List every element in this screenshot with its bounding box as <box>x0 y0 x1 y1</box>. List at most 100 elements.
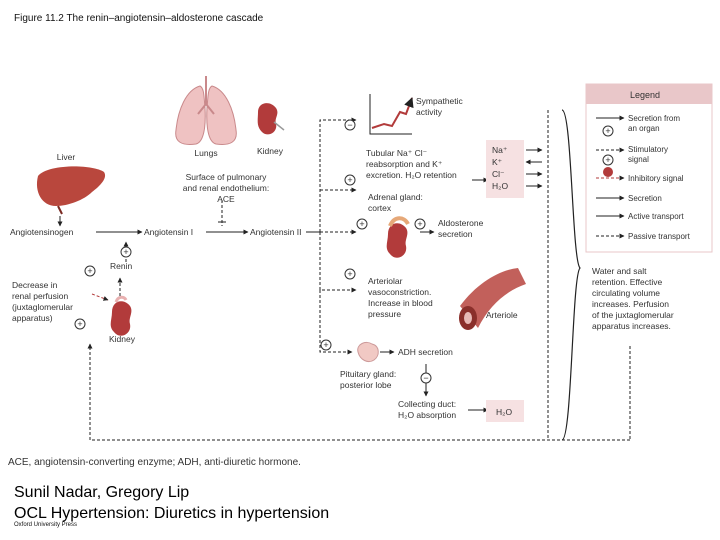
svg-text:Sympathetic: Sympathetic <box>416 96 464 106</box>
legend-item-stimulatory-line2: signal <box>628 155 649 164</box>
legend-item-secretion: Secretion <box>628 194 662 203</box>
svg-text:and renal endothelium:: and renal endothelium: <box>183 183 269 193</box>
plus-sign-icon: + <box>84 265 96 277</box>
legend-item-passive-transport: Passive transport <box>628 232 691 241</box>
svg-text:activity: activity <box>416 107 443 117</box>
sympathetic-graph <box>369 94 414 135</box>
minus-sign-icon: − <box>344 119 356 131</box>
svg-text:secretion: secretion <box>438 229 473 239</box>
svg-text:+: + <box>77 319 82 329</box>
svg-text:Collecting duct:: Collecting duct: <box>398 399 456 409</box>
angiotensin-i-label: Angiotensin I <box>144 227 193 237</box>
plus-sign-icon: + <box>344 174 356 186</box>
liver-label: Liver <box>57 152 76 162</box>
svg-text:+: + <box>347 269 352 279</box>
water-box <box>486 400 524 422</box>
svg-text:pressure: pressure <box>368 309 401 319</box>
kidney-top-icon <box>257 103 285 135</box>
adrenal-label: Adrenal gland: cortex <box>368 192 423 213</box>
svg-text:Arteriolar: Arteriolar <box>368 276 403 286</box>
adh-secretion-label: ADH secretion <box>398 347 453 357</box>
svg-text:−: − <box>347 120 352 130</box>
svg-text:cortex: cortex <box>368 203 392 213</box>
plus-sign-icon: + <box>602 154 614 166</box>
ions-list: Na⁺ K⁺ Cl⁻ H₂O <box>492 145 508 191</box>
svg-text:reabsorption and K⁺: reabsorption and K⁺ <box>366 159 443 169</box>
plus-sign-icon: + <box>320 339 332 351</box>
angiotensinogen-label: Angiotensinogen <box>10 227 74 237</box>
svg-text:K⁺: K⁺ <box>492 157 503 167</box>
svg-text:increases. Perfusion: increases. Perfusion <box>592 299 669 309</box>
svg-text:Increase in blood: Increase in blood <box>368 298 433 308</box>
legend-item-active-transport: Active transport <box>628 212 684 221</box>
tubular-label: Tubular Na⁺ Cl⁻ reabsorption and K⁺ excr… <box>366 148 457 180</box>
svg-text:Na⁺: Na⁺ <box>492 145 508 155</box>
legend-item-inhibitory: Inhibitory signal <box>628 174 684 183</box>
svg-text:(juxtaglomerular: (juxtaglomerular <box>12 302 73 312</box>
lungs-label: Lungs <box>194 148 217 158</box>
inhibitory-dot-icon <box>603 167 613 177</box>
kidney-left-label: Kidney <box>109 334 136 344</box>
plus-sign-icon: + <box>414 218 426 230</box>
kidney-left-icon <box>110 295 132 336</box>
book-title: OCL Hypertension: Diuretics in hypertens… <box>14 505 330 522</box>
decrease-perfusion-label: Decrease in renal perfusion (juxtaglomer… <box>12 280 73 323</box>
svg-text:excretion. H₂O retention: excretion. H₂O retention <box>366 170 457 180</box>
svg-text:vasoconstriction.: vasoconstriction. <box>368 287 431 297</box>
svg-text:Surface of pulmonary: Surface of pulmonary <box>186 172 268 182</box>
svg-text:Tubular Na⁺ Cl⁻: Tubular Na⁺ Cl⁻ <box>366 148 428 158</box>
liver-icon <box>36 166 106 215</box>
svg-text:+: + <box>605 155 610 165</box>
arteriole-label: Arteriole <box>486 310 518 320</box>
svg-text:+: + <box>123 247 128 257</box>
svg-text:+: + <box>605 126 610 136</box>
plus-sign-icon: + <box>120 246 132 258</box>
plus-sign-icon: + <box>344 268 356 280</box>
surface-ace-label: Surface of pulmonary and renal endotheli… <box>183 172 269 204</box>
publisher: Oxford University Press <box>14 522 78 528</box>
svg-text:apparatus increases.: apparatus increases. <box>592 321 671 331</box>
svg-text:+: + <box>323 340 328 350</box>
pituitary-icon <box>357 341 379 363</box>
svg-text:renal perfusion: renal perfusion <box>12 291 69 301</box>
svg-text:ACE: ACE <box>217 194 235 204</box>
plus-sign-icon: + <box>356 218 368 230</box>
svg-text:retention. Effective: retention. Effective <box>592 277 663 287</box>
svg-text:+: + <box>347 175 352 185</box>
svg-text:Water and salt: Water and salt <box>592 266 647 276</box>
renin-label: Renin <box>110 261 132 271</box>
svg-text:−: − <box>423 373 428 383</box>
svg-text:Decrease in: Decrease in <box>12 280 58 290</box>
adrenal-kidney-icon <box>386 216 410 258</box>
svg-text:Aldosterone: Aldosterone <box>438 218 484 228</box>
legend-item-secretion-organ-line2: an organ <box>628 124 660 133</box>
svg-text:circulating volume: circulating volume <box>592 288 660 298</box>
ions-box <box>486 140 524 198</box>
svg-text:Adrenal gland:: Adrenal gland: <box>368 192 423 202</box>
arteriole-icon <box>459 268 526 330</box>
pituitary-label: Pituitary gland: posterior lobe <box>340 369 396 390</box>
kidney-top-label: Kidney <box>257 146 284 156</box>
aldosterone-label: Aldosterone secretion <box>438 218 484 239</box>
plus-sign-icon: + <box>74 318 86 330</box>
angiotensin-ii-label: Angiotensin II <box>250 227 302 237</box>
sympathetic-label: Sympathetic activity <box>416 96 464 117</box>
svg-text:+: + <box>87 266 92 276</box>
svg-text:H₂O: H₂O <box>492 181 508 191</box>
abbreviations-note: ACE, angiotensin-converting enzyme; ADH,… <box>8 457 301 468</box>
water-salt-label: Water and salt retention. Effective circ… <box>592 266 674 331</box>
svg-text:apparatus): apparatus) <box>12 313 53 323</box>
svg-text:Cl⁻: Cl⁻ <box>492 169 505 179</box>
figure-title: Figure 11.2 The renin–angiotensin–aldost… <box>14 13 264 24</box>
arteriolar-label: Arteriolar vasoconstriction. Increase in… <box>368 276 433 319</box>
minus-sign-icon: − <box>420 372 432 384</box>
svg-text:of the juxtaglomerular: of the juxtaglomerular <box>592 310 674 320</box>
authors: Sunil Nadar, Gregory Lip <box>14 484 190 501</box>
collecting-duct-label: Collecting duct: H₂O absorption <box>398 399 456 420</box>
plus-sign-icon: + <box>602 125 614 137</box>
svg-text:+: + <box>417 219 422 229</box>
svg-text:+: + <box>359 219 364 229</box>
legend-item-secretion-organ: Secretion from <box>628 114 680 123</box>
lungs-icon <box>175 76 237 145</box>
